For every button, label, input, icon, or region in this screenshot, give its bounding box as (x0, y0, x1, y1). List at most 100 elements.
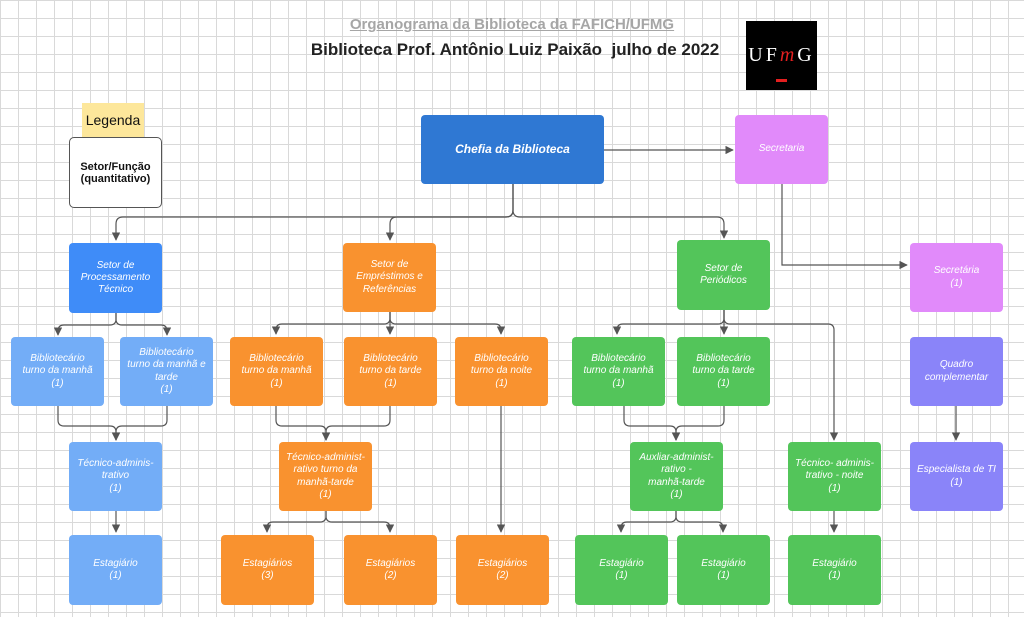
node-text-line: Estagiários (242, 557, 293, 569)
node-text-line: Bibliotecário (696, 353, 751, 365)
connector-secretaria-secretaria (781, 184, 908, 270)
node-text-line: turno da manhã e (127, 359, 206, 371)
node-text-line: (1) (495, 377, 508, 389)
diagram-subtitle: Biblioteca Prof. Antônio Luiz Paixão jul… (310, 40, 720, 59)
node-text-line: (2) (384, 570, 397, 581)
node-text-line: rativo turno da (293, 464, 358, 476)
node-secretaria[interactable]: Secretária(1) (910, 243, 1003, 312)
connector-chefia-per (512, 184, 729, 239)
logo-prefix: UF (748, 44, 780, 66)
connector-emp-bib1 (271, 312, 391, 335)
connector-per-aux-est1 (616, 511, 677, 533)
node-text-line: turno da manhã (22, 365, 93, 377)
node-text-line: Especialista de TI (917, 464, 996, 476)
node-text-line: Bibliotecário (139, 347, 194, 359)
connector-proc-bib1 (53, 313, 117, 336)
node-text-line: Estagiário (701, 557, 746, 569)
node-per-auxiliar[interactable]: Auxliar-administ-rativo -manhã-tarde(1) (630, 442, 723, 511)
node-text-line: Estagiário (812, 557, 857, 569)
node-text-line: (2) (496, 570, 509, 581)
node-text-line: Setor de (96, 259, 135, 271)
node-text-line: Secretária (933, 265, 980, 277)
node-text-line: Estagiários (365, 557, 416, 569)
connector-emp-tec-est1 (262, 511, 327, 533)
node-text-line: Bibliotecário (591, 353, 646, 365)
node-text-line: Processamento (80, 271, 151, 283)
node-especialista-ti[interactable]: Especialista de TI(1) (910, 442, 1003, 511)
connector-proc-bib2-tec (111, 406, 168, 441)
node-proc-estagiario[interactable]: Estagiário(1) (69, 535, 162, 605)
connector-chefia-emp (385, 184, 514, 241)
node-text-line: (1) (160, 383, 173, 395)
logo-underline (776, 79, 787, 82)
legend-line-1: Setor/Função (80, 160, 151, 173)
node-per-tecnico-noite[interactable]: Técnico- adminis-trativo - noite(1) (788, 442, 881, 511)
node-text-line: trativo - noite (805, 470, 864, 482)
logo-suffix: G (797, 44, 815, 66)
node-text-line: Estagiário (93, 557, 138, 569)
legend-line-2: (quantitativo) (80, 172, 151, 185)
node-text-line: Referências (362, 283, 417, 295)
node-text-line: Setor de (704, 262, 743, 274)
node-emp-estagiarios-2b[interactable]: Estagiários(2) (456, 535, 549, 605)
connector-emp-tec-est2 (325, 511, 395, 533)
node-text-line: Técnico-adminis- (77, 458, 154, 470)
node-text-line: Bibliotecário (249, 353, 304, 365)
node-secretaria-top[interactable]: Secretaria (735, 115, 828, 184)
connector-per-bib1 (612, 310, 725, 335)
node-text-line: (1) (615, 570, 628, 581)
node-text-line: (1) (670, 488, 683, 500)
node-text-line: Chefia da Biblioteca (455, 142, 570, 157)
diagram-title: Organograma da Biblioteca da FAFICH/UFMG (349, 16, 675, 33)
node-text-line: turno da tarde (692, 365, 755, 377)
node-text-line: Bibliotecário (363, 353, 418, 365)
node-text-line: (1) (828, 482, 841, 494)
connector-per-bib1-aux (623, 406, 681, 441)
node-text-line: manhã-tarde (648, 476, 705, 488)
node-text-line: (3) (261, 570, 274, 581)
legend-label: Legenda (82, 103, 144, 137)
connector-emp-bib1-tec (275, 406, 331, 441)
node-chefia[interactable]: Chefia da Biblioteca (421, 115, 604, 184)
node-text-line: Auxliar-administ- (639, 452, 714, 464)
node-text-line: (1) (384, 377, 397, 389)
node-text-line: (1) (950, 277, 963, 289)
node-text-line: (1) (319, 488, 332, 500)
node-emp-estagiarios-2a[interactable]: Estagiários(2) (344, 535, 437, 605)
node-text-line: trativo (101, 470, 130, 482)
node-text-line: rativo - (661, 464, 692, 476)
node-per-estagiario-c[interactable]: Estagiário(1) (788, 535, 881, 605)
node-text-line: (1) (950, 476, 963, 488)
node-text-line: (1) (717, 570, 730, 581)
connector-emp-bib3 (389, 312, 506, 335)
node-text-line: Técnico-administ- (286, 452, 365, 464)
connector-per-aux-est2 (675, 511, 728, 533)
connector-per-bib2-aux (671, 406, 725, 441)
node-text-line: tarde (155, 371, 178, 383)
node-text-line: turno da noite (470, 365, 533, 377)
legend-box: Setor/Função (quantitativo) (69, 137, 162, 208)
node-text-line: Periódicos (700, 275, 747, 286)
node-text-line: (1) (828, 570, 841, 581)
node-text-line: Quadro (939, 359, 974, 371)
node-text-line: Técnico- adminis- (795, 458, 874, 470)
node-emp-estagiarios-3[interactable]: Estagiários(3) (221, 535, 314, 605)
node-text-line: Bibliotecário (30, 353, 85, 365)
node-text-line: Setor de (370, 259, 409, 271)
node-per-estagiario-b[interactable]: Estagiário(1) (677, 535, 770, 605)
node-proc-tecnico[interactable]: Técnico-adminis-trativo(1) (69, 442, 162, 511)
node-per-estagiario-a[interactable]: Estagiário(1) (575, 535, 668, 605)
